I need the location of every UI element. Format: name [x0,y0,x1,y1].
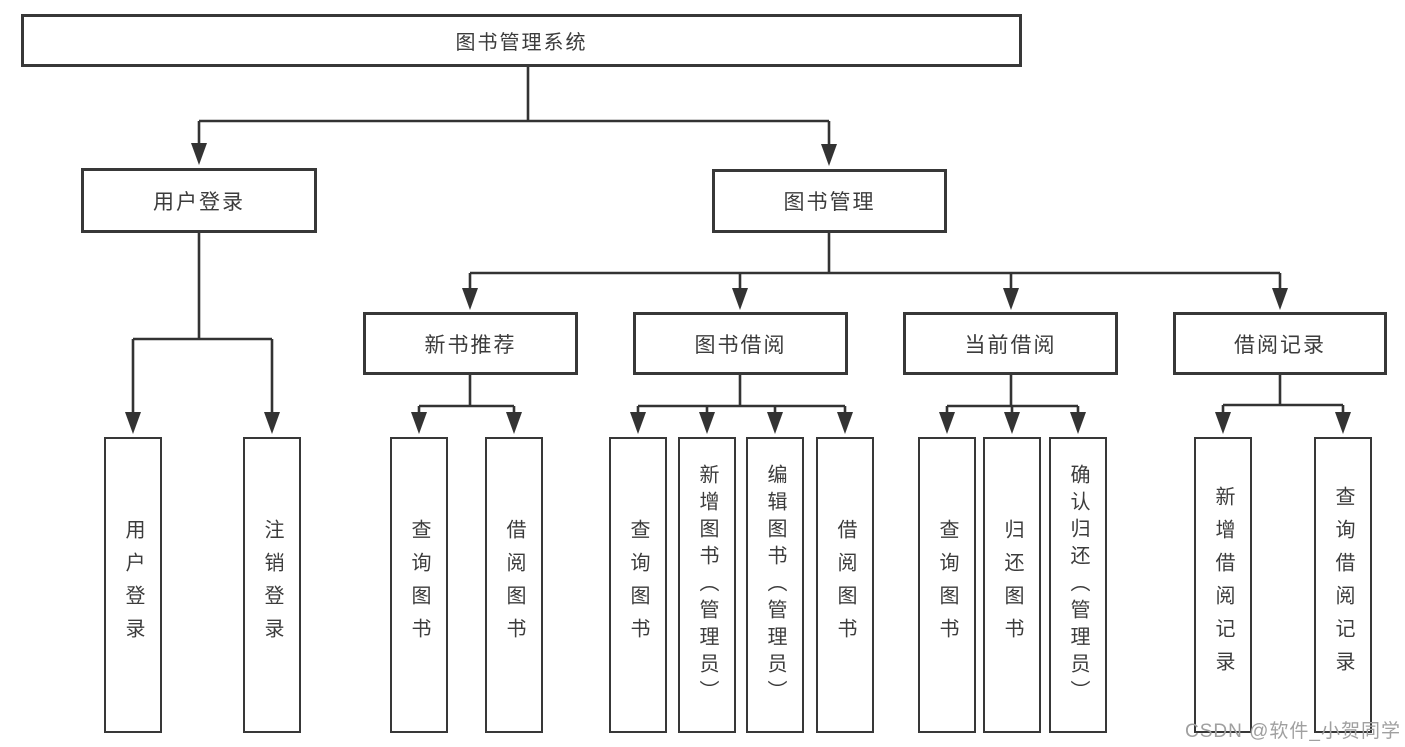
node-book-borrow-label: 图书借阅 [694,333,787,357]
leaf-query-book-current: 查询图书 [918,437,976,733]
leaf-logout: 注销登录 [243,437,301,733]
node-current-borrow-label: 当前借阅 [964,333,1057,357]
leaf-query-borrow-record-label: 查询借阅记录 [1332,486,1354,684]
node-library-system: 图书管理系统 [21,14,1022,67]
leaf-borrow-book-recommend: 借阅图书 [485,437,543,733]
leaf-query-book-borrow: 查询图书 [609,437,667,733]
leaf-borrow-book-recommend-label: 借阅图书 [503,519,525,651]
leaf-user-login-label: 用户登录 [122,519,144,651]
leaf-user-login: 用户登录 [104,437,162,733]
leaf-query-book-current-label: 查询图书 [936,519,958,651]
node-library-system-label: 图书管理系统 [455,32,588,54]
leaf-add-book-admin: 新增图书（管理员） [678,437,736,733]
leaf-confirm-return-admin: 确认归还（管理员） [1049,437,1107,733]
node-current-borrow: 当前借阅 [903,312,1118,375]
node-new-book-recommend: 新书推荐 [363,312,578,375]
leaf-borrow-book-label: 借阅图书 [834,519,856,651]
node-user-login: 用户登录 [81,168,317,233]
leaf-add-book-admin-label: 新增图书（管理员） [696,463,718,707]
arrowheads [125,143,1351,434]
leaf-edit-book-admin: 编辑图书（管理员） [746,437,804,733]
leaf-return-book-label: 归还图书 [1001,519,1023,651]
node-book-management: 图书管理 [712,169,947,233]
leaf-query-borrow-record: 查询借阅记录 [1314,437,1372,733]
node-new-book-recommend-label: 新书推荐 [424,333,517,357]
leaf-confirm-return-admin-label: 确认归还（管理员） [1067,463,1089,707]
node-book-management-label: 图书管理 [783,191,876,214]
leaf-query-book-recommend: 查询图书 [390,437,448,733]
leaf-return-book: 归还图书 [983,437,1041,733]
leaf-query-book-borrow-label: 查询图书 [627,519,649,651]
node-borrow-record-label: 借阅记录 [1234,333,1326,357]
node-borrow-record: 借阅记录 [1173,312,1387,375]
leaf-add-borrow-record: 新增借阅记录 [1194,437,1252,733]
leaf-borrow-book: 借阅图书 [816,437,874,733]
csdn-watermark: CSDN @软件_小贺同学 [1185,721,1401,742]
leaf-add-borrow-record-label: 新增借阅记录 [1212,486,1234,684]
leaf-query-book-recommend-label: 查询图书 [408,519,430,651]
leaf-edit-book-admin-label: 编辑图书（管理员） [764,463,786,707]
node-book-borrow: 图书借阅 [633,312,848,375]
node-user-login-label: 用户登录 [153,190,245,214]
leaf-logout-label: 注销登录 [261,519,283,651]
